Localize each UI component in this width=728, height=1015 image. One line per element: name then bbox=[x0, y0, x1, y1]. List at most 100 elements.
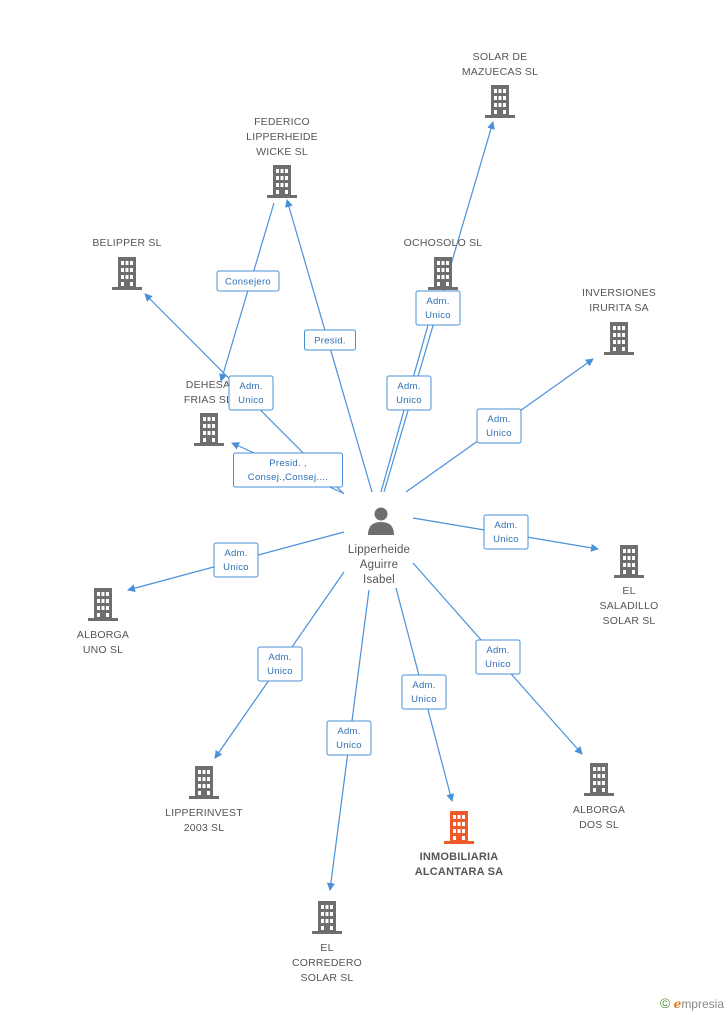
building-icon bbox=[189, 766, 219, 799]
relation-badge[interactable]: Adm. Unico bbox=[415, 290, 461, 326]
company-name: FRIAS SL bbox=[184, 394, 232, 406]
relation-label: Adm. bbox=[268, 652, 291, 663]
relation-badge-box bbox=[386, 375, 432, 411]
relation-label: Adm. bbox=[224, 548, 247, 559]
company-name: INMOBILIARIA bbox=[420, 851, 499, 863]
nodes-layer: SOLAR DE MAZUECAS SL FEDERICO LIPPERHEIDE WI… bbox=[77, 51, 659, 984]
company-node-el-saladillo-solar[interactable]: EL SALADILLO SOLAR SL bbox=[600, 545, 659, 627]
relation-badge[interactable]: Adm. Unico bbox=[476, 408, 522, 444]
relation-badge[interactable]: Adm.Unico bbox=[326, 720, 372, 756]
relation-badge-box bbox=[415, 290, 461, 326]
relation-badge-box bbox=[304, 329, 356, 351]
relation-badge[interactable]: Adm. Unico bbox=[483, 514, 529, 550]
badges-layer: Adm.UnicoPresid.Adm.UnicoAdm.UnicoAdm.Un… bbox=[213, 270, 529, 756]
company-name: SOLAR DE bbox=[473, 51, 528, 63]
company-node-ochosolo[interactable]: OCHOSOLO SL bbox=[404, 237, 483, 290]
relation-label: Adm. bbox=[397, 381, 420, 392]
relation-badge-box bbox=[216, 270, 280, 292]
company-node-alborga-uno[interactable]: ALBORGA UNO SL bbox=[77, 588, 129, 656]
relation-badge-box bbox=[401, 674, 447, 710]
company-name: SOLAR SL bbox=[603, 615, 656, 627]
relation-label: Adm. bbox=[412, 680, 435, 691]
building-icon bbox=[485, 85, 515, 118]
company-name: ALBORGA bbox=[77, 629, 129, 641]
relation-label: Adm. bbox=[494, 520, 517, 531]
building-icon bbox=[112, 257, 142, 290]
relation-badge-box bbox=[476, 408, 522, 444]
relation-badge-box bbox=[326, 720, 372, 756]
relation-badge[interactable]: Adm. Unico bbox=[228, 375, 274, 411]
building-icon-highlighted bbox=[444, 811, 474, 844]
relation-badge-box bbox=[233, 452, 343, 488]
edge-federico-lipperheide-to-dehesa-frias bbox=[219, 202, 275, 382]
building-icon bbox=[604, 322, 634, 355]
company-node-dehesa-frias[interactable]: DEHESA FRIAS SL bbox=[184, 379, 232, 446]
relation-badge[interactable]: Presid. , Consej.,Consej.... bbox=[233, 452, 343, 488]
company-name: EL bbox=[622, 585, 635, 597]
company-name: 2003 SL bbox=[184, 822, 225, 834]
building-icon bbox=[614, 545, 644, 578]
relation-badge-box bbox=[213, 542, 259, 578]
relation-badge[interactable]: Adm.Unico bbox=[257, 646, 303, 682]
relation-badge[interactable]: Adm.Unico bbox=[401, 674, 447, 710]
relation-label: Unico bbox=[238, 395, 264, 406]
building-icon bbox=[88, 588, 118, 621]
relation-label: Consej.,Consej.... bbox=[248, 472, 328, 483]
person-icon bbox=[368, 507, 394, 535]
company-name: BELIPPER SL bbox=[92, 237, 161, 249]
company-name: UNO SL bbox=[83, 644, 123, 656]
relation-label: Presid. bbox=[314, 336, 346, 347]
building-icon bbox=[428, 257, 458, 290]
relation-label: Adm. bbox=[487, 414, 510, 425]
brand-initial: e bbox=[673, 997, 682, 1011]
relation-badge-box bbox=[228, 375, 274, 411]
relation-label: Unico bbox=[486, 428, 512, 439]
brand-footer[interactable]: © empresia bbox=[660, 995, 724, 1011]
person-name: Isabel bbox=[363, 574, 395, 586]
relation-label: Unico bbox=[425, 310, 451, 321]
relation-badge[interactable]: Adm. Unico bbox=[213, 542, 259, 578]
company-node-belipper[interactable]: BELIPPER SL bbox=[92, 237, 161, 290]
building-icon bbox=[312, 901, 342, 934]
company-name: FEDERICO bbox=[254, 116, 310, 128]
relation-label: Adm. bbox=[486, 645, 509, 656]
company-name: MAZUECAS SL bbox=[462, 66, 538, 78]
company-node-el-corredero-solar[interactable]: EL CORREDERO SOLAR SL bbox=[292, 901, 362, 984]
company-node-solar-de-mazuecas[interactable]: SOLAR DE MAZUECAS SL bbox=[462, 51, 538, 118]
relation-label: Consejero bbox=[225, 277, 271, 288]
relation-badge[interactable]: Consejero bbox=[216, 270, 280, 292]
relation-badge[interactable]: Adm. Unico bbox=[386, 375, 432, 411]
person-name: Lipperheide bbox=[348, 544, 410, 556]
company-name: EL bbox=[320, 942, 333, 954]
relation-label: Unico bbox=[223, 562, 249, 573]
building-icon bbox=[584, 763, 614, 796]
person-name: Aguirre bbox=[360, 559, 398, 571]
company-node-federico-lipperheide[interactable]: FEDERICO LIPPERHEIDE WICKE SL bbox=[246, 116, 318, 198]
relation-label: Adm. bbox=[337, 726, 360, 737]
relation-label: Unico bbox=[396, 395, 422, 406]
relation-badge-box bbox=[483, 514, 529, 550]
relation-badge-box bbox=[257, 646, 303, 682]
copyright-icon: © bbox=[660, 995, 671, 1011]
relation-badge[interactable]: Adm.Unico bbox=[475, 639, 521, 675]
relation-label: Presid. , bbox=[269, 458, 307, 469]
relation-label: Unico bbox=[493, 534, 519, 545]
relation-label: Adm. bbox=[239, 381, 262, 392]
relation-label: Adm. bbox=[426, 296, 449, 307]
company-name: DOS SL bbox=[579, 819, 619, 831]
company-name: SALADILLO bbox=[600, 600, 659, 612]
company-name: LIPPERHEIDE bbox=[246, 131, 318, 143]
relation-badge[interactable]: Presid. bbox=[304, 329, 356, 351]
company-name: SOLAR SL bbox=[301, 972, 354, 984]
company-name: WICKE SL bbox=[256, 146, 308, 158]
company-name: DEHESA bbox=[186, 379, 230, 391]
company-name: INVERSIONES bbox=[582, 287, 656, 299]
company-name: CORREDERO bbox=[292, 957, 362, 969]
company-name: IRURITA SA bbox=[589, 302, 649, 314]
company-node-inversiones-irurita[interactable]: INVERSIONES IRURITA SA bbox=[582, 287, 656, 355]
